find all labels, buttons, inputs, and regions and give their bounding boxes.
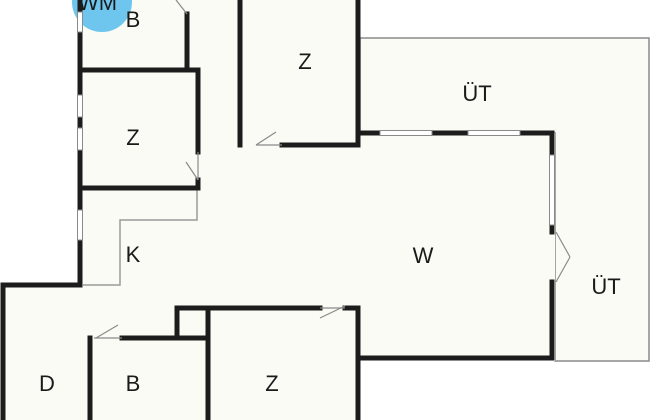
room-label-bath-top: B xyxy=(126,7,141,32)
room-label-wm: WM xyxy=(78,0,117,15)
room-label-terrace-top: ÜT xyxy=(462,81,491,106)
room-label-bedroom-top-center: Z xyxy=(298,49,311,74)
kitchen-counter-outline xyxy=(83,190,198,286)
washing-machine-circle xyxy=(72,0,132,32)
doors xyxy=(94,0,571,339)
room-label-bedroom-bottom: Z xyxy=(265,371,278,396)
room-label-living: W xyxy=(413,243,434,268)
room-label-bedroom-top-left: Z xyxy=(126,125,139,150)
windows xyxy=(77,11,555,241)
room-label-terrace-right: ÜT xyxy=(591,274,620,299)
room-label-shower: D xyxy=(39,371,55,396)
room-label-bath-bottom: B xyxy=(126,371,141,396)
room-label-kitchen: K xyxy=(126,242,141,267)
interior-floor xyxy=(0,0,555,420)
walls xyxy=(0,0,555,420)
